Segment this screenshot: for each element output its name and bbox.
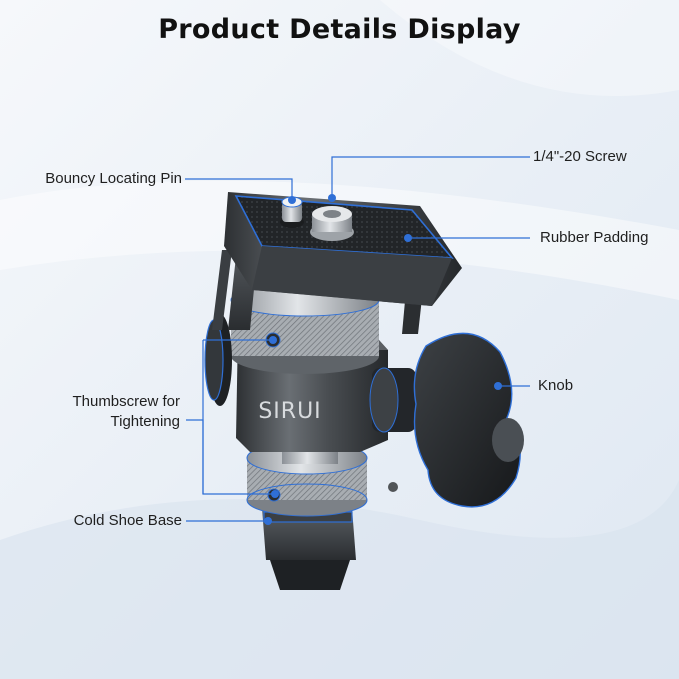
label-thumbscrew-line2: Tightening bbox=[110, 413, 181, 430]
label-knob: Knob bbox=[538, 377, 574, 394]
label-rubber-padding: Rubber Padding bbox=[540, 229, 649, 246]
upper-knurled-ring bbox=[230, 283, 380, 374]
callout-lines bbox=[185, 156, 530, 522]
callout-dots bbox=[264, 194, 502, 525]
brand-logo: SIRUI bbox=[258, 399, 321, 424]
locating-pin bbox=[280, 196, 304, 228]
label-locating-pin: Bouncy Locating Pin bbox=[45, 170, 182, 187]
cold-shoe-base bbox=[262, 508, 356, 590]
label-screw: 1/4"-20 Screw bbox=[533, 148, 627, 165]
quarter-twenty-screw bbox=[310, 206, 354, 241]
knob bbox=[369, 332, 524, 508]
label-thumbscrew-line1: Thumbscrew for bbox=[72, 393, 180, 410]
page-title: Product Details Display bbox=[158, 14, 521, 45]
label-cold-shoe-base: Cold Shoe Base bbox=[73, 512, 182, 529]
